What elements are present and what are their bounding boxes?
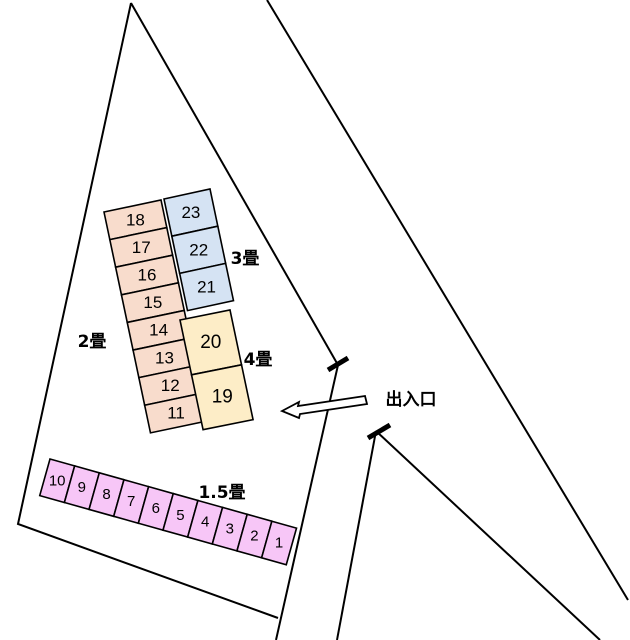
entrance-arrow-icon — [279, 394, 369, 420]
road-edge-right — [266, 0, 629, 601]
storage-unit-number: 5 — [176, 507, 184, 524]
storage-unit-number: 2 — [250, 528, 258, 545]
storage-unit-number: 14 — [149, 321, 168, 340]
storage-unit-number: 21 — [197, 278, 216, 297]
storage-unit: 21 — [178, 262, 235, 312]
storage-unit-number: 17 — [132, 238, 151, 257]
entrance-gate-lower — [366, 422, 392, 441]
storage-unit-number: 7 — [127, 493, 135, 510]
lot-boundary — [16, 2, 279, 619]
storage-unit-number: 20 — [200, 332, 221, 353]
site-boundaries — [16, 0, 629, 640]
storage-unit-number: 16 — [138, 266, 157, 285]
storage-unit-number: 19 — [212, 387, 233, 408]
storage-unit: 15 — [120, 281, 186, 324]
storage-unit-box — [178, 262, 235, 312]
label-3-jo: 3畳 — [231, 249, 260, 269]
units-2-jo-block: 18 17 16 15 14 13 12 11 — [103, 199, 209, 434]
storage-unit-number: 4 — [201, 514, 209, 531]
storage-unit: 13 — [132, 337, 197, 379]
storage-unit-number: 1 — [275, 534, 283, 551]
storage-unit-number: 9 — [78, 479, 86, 496]
storage-unit: 1 — [260, 520, 298, 566]
storage-unit: 10 — [38, 458, 76, 504]
storage-unit: 19 — [190, 363, 255, 431]
label-4-jo: 4畳 — [244, 350, 273, 370]
storage-unit-box — [260, 520, 298, 566]
storage-unit: 17 — [108, 226, 174, 269]
storage-unit-box — [190, 363, 255, 431]
entrance-label: 出入口 — [386, 389, 437, 410]
storage-unit-number: 6 — [152, 500, 160, 517]
storage-unit: 20 — [179, 309, 243, 376]
storage-unit-number: 8 — [102, 486, 110, 503]
storage-unit-number: 15 — [143, 293, 162, 312]
road-island-left — [336, 430, 377, 640]
label-2-jo: 2畳 — [78, 332, 107, 352]
units-3-jo-block: 23 22 21 — [163, 188, 235, 312]
storage-unit-number: 22 — [189, 240, 208, 259]
storage-unit-number: 12 — [161, 376, 180, 395]
label-1-5-jo: 1.5畳 — [198, 483, 245, 503]
storage-unit-number: 10 — [49, 472, 66, 489]
storage-unit-number: 18 — [126, 210, 145, 229]
storage-unit: 14 — [126, 309, 191, 351]
storage-unit-number: 13 — [155, 348, 174, 367]
lot-diagonal-edge — [130, 2, 339, 366]
storage-unit-number: 23 — [181, 203, 200, 222]
storage-unit-number: 11 — [167, 404, 185, 423]
road-island-right — [375, 430, 601, 640]
storage-unit-number: 3 — [226, 521, 234, 538]
entrance-gate-upper — [326, 355, 350, 373]
lot-lower-edge — [275, 364, 339, 640]
